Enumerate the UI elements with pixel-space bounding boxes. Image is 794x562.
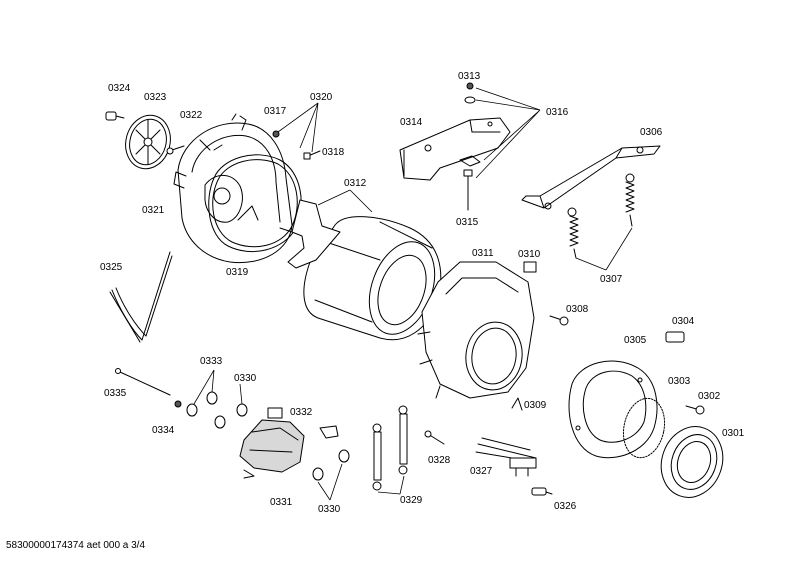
part-bushing-2: [206, 391, 218, 405]
part-labels: 0301 0302 0303 0304 0305 0306 0307 0308 …: [100, 71, 745, 515]
label-0306: 0306: [640, 127, 663, 138]
part-drum: [303, 216, 442, 341]
part-pulley-screw: [105, 111, 125, 121]
part-washer: [466, 82, 474, 90]
part-nut-0334: [174, 400, 182, 408]
label-0302: 0302: [698, 391, 721, 402]
part-bushing-5: [312, 467, 324, 481]
part-pulley: [125, 114, 171, 170]
label-0307: 0307: [600, 274, 623, 285]
part-bushing: [186, 403, 198, 417]
label-0319: 0319: [226, 267, 249, 278]
label-0305: 0305: [624, 335, 647, 346]
label-0311: 0311: [472, 248, 494, 259]
part-bushing-3: [236, 403, 248, 417]
label-0332: 0332: [290, 407, 313, 418]
part-bolt: [166, 145, 185, 155]
label-0321: 0321: [142, 205, 165, 216]
part-shock-left: [372, 423, 382, 491]
part-front-tub: [417, 261, 535, 399]
part-drive-belt: [109, 251, 173, 343]
part-temperature-sensor: [531, 487, 553, 496]
label-0312: 0312: [344, 178, 367, 189]
part-screw: [303, 150, 321, 160]
label-0313: 0313: [458, 71, 481, 82]
part-clip: [511, 397, 523, 411]
part-screw-0328: [424, 430, 445, 445]
part-washer-2: [464, 96, 476, 104]
label-0315: 0315: [456, 217, 479, 228]
part-screw-0308: [549, 315, 569, 326]
label-0331: 0331: [270, 497, 293, 508]
part-spring-right: [625, 173, 635, 227]
label-0323: 0323: [144, 92, 167, 103]
label-0309: 0309: [524, 400, 547, 411]
part-shock-right: [398, 405, 408, 475]
label-0318: 0318: [322, 147, 345, 158]
part-suspension-bracket: [521, 145, 661, 210]
part-front-ring: [568, 360, 658, 459]
label-0335: 0335: [104, 388, 127, 399]
part-bushing-6: [338, 449, 350, 463]
part-door-seal: [660, 426, 724, 498]
part-heating-element: [475, 437, 537, 477]
part-rod: [115, 368, 171, 396]
part-screw-0302: [685, 405, 705, 415]
part-small-block: [523, 261, 537, 273]
part-drum-spider: [279, 199, 341, 269]
label-0333: 0333: [200, 356, 223, 367]
label-0301: 0301: [722, 428, 745, 439]
part-spring-left: [567, 207, 579, 259]
label-0308: 0308: [566, 304, 589, 315]
part-bolt-0315: [463, 169, 473, 211]
label-0330-lower: 0330: [318, 504, 341, 515]
part-wire-ring: [622, 397, 666, 459]
part-bushing-4: [214, 415, 226, 429]
part-nut: [272, 130, 280, 138]
part-motor: [239, 407, 305, 479]
part-clip-0304: [665, 331, 685, 343]
label-0327: 0327: [470, 466, 493, 477]
part-plate: [459, 155, 481, 167]
document-footer: 58300000174374 aet 000 a 3/4: [6, 540, 146, 551]
label-0316: 0316: [546, 107, 569, 118]
label-0304: 0304: [672, 316, 695, 327]
label-0329: 0329: [400, 495, 423, 506]
label-0328: 0328: [428, 455, 451, 466]
label-0322: 0322: [180, 110, 203, 121]
label-0314: 0314: [400, 117, 423, 128]
label-0303: 0303: [668, 376, 691, 387]
label-0326: 0326: [554, 501, 577, 512]
label-0334: 0334: [152, 425, 175, 436]
label-0310: 0310: [518, 249, 541, 260]
label-0330-upper: 0330: [234, 373, 257, 384]
label-0325: 0325: [100, 262, 123, 273]
part-motor-connector: [319, 425, 339, 439]
label-0320: 0320: [310, 92, 333, 103]
label-0317: 0317: [264, 106, 287, 117]
label-0324: 0324: [108, 83, 131, 94]
